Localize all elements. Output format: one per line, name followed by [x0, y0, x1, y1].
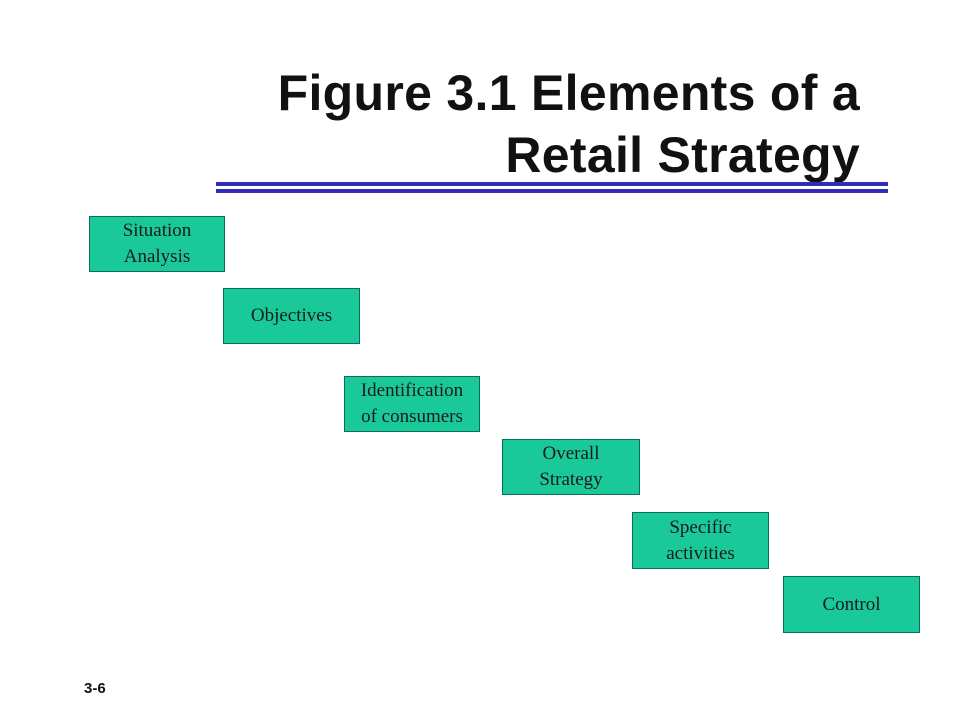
slide-title: Figure 3.1 Elements of a Retail Strategy [180, 62, 860, 186]
title-rule-bottom [216, 189, 888, 193]
step-box-situation-analysis: Situation Analysis [89, 216, 225, 272]
step-label: Control [822, 593, 881, 615]
step-box-overall-strategy: Overall Strategy [502, 439, 640, 495]
step-label: Objectives [250, 305, 333, 326]
step-box-objectives: Objectives [223, 288, 360, 344]
step-label: Identification of consumers [360, 380, 464, 427]
title-line-2: Retail Strategy [505, 127, 860, 183]
title-rule-top [216, 182, 888, 186]
step-label: Situation Analysis [122, 220, 192, 267]
step-box-identification-of-consumers: Identification of consumers [344, 376, 480, 432]
step-box-specific-activities: Specific activities [632, 512, 769, 569]
slide-number: 3-6 [84, 680, 106, 697]
step-box-control: Control [783, 576, 920, 633]
step-label: Specific activities [666, 516, 735, 564]
title-line-1: Figure 3.1 Elements of a [277, 65, 860, 121]
step-label: Overall Strategy [539, 443, 603, 490]
